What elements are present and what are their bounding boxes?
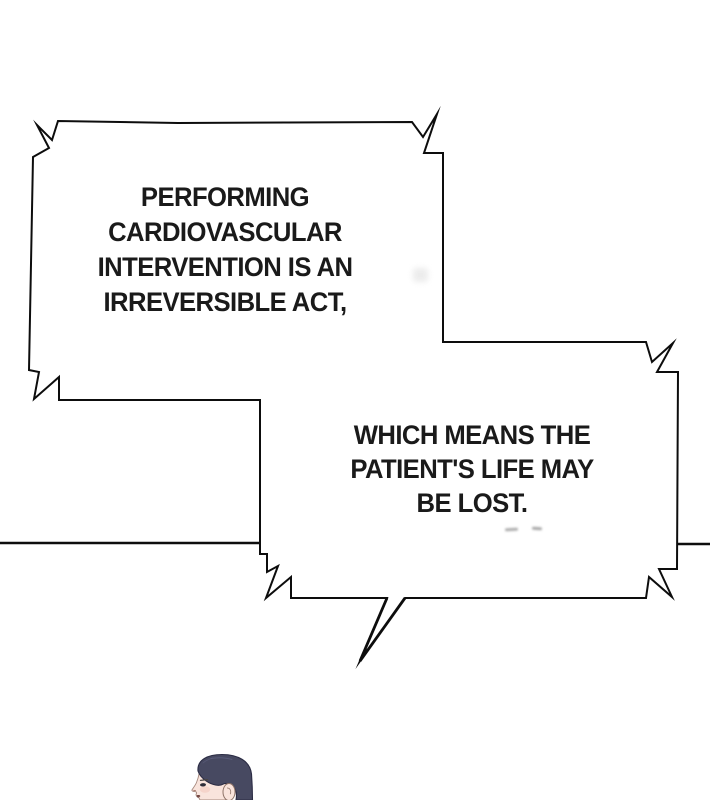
character-blush [199, 786, 211, 793]
speech-line: PATIENT'S LIFE MAY [350, 454, 594, 484]
speech-bubble-1-text: PERFORMING CARDIOVASCULAR INTERVENTION I… [83, 180, 368, 320]
speech-line: INTERVENTION IS AN [97, 252, 353, 282]
character-ear [222, 783, 236, 800]
speech-bubble-2-text: WHICH MEANS THE PATIENT'S LIFE MAY BE LO… [330, 418, 615, 520]
speech-line: CARDIOVASCULAR [108, 217, 342, 247]
speech-bubble-tail [358, 597, 407, 662]
character-head [191, 753, 254, 800]
character-eyebrow [199, 778, 209, 782]
speech-bubble-union-outline [27, 105, 680, 670]
speech-line: WHICH MEANS THE [353, 420, 591, 450]
erased-text-artifact [413, 268, 428, 282]
character-eye [200, 783, 206, 787]
character-mouth [196, 794, 201, 798]
speech-line: BE LOST. [416, 488, 528, 518]
speech-line: PERFORMING [140, 182, 310, 212]
character-hair-highlight [202, 757, 214, 764]
character-hair [197, 753, 254, 800]
erased-text-artifact [531, 526, 543, 531]
speech-line: IRREVERSIBLE ACT, [103, 287, 347, 317]
